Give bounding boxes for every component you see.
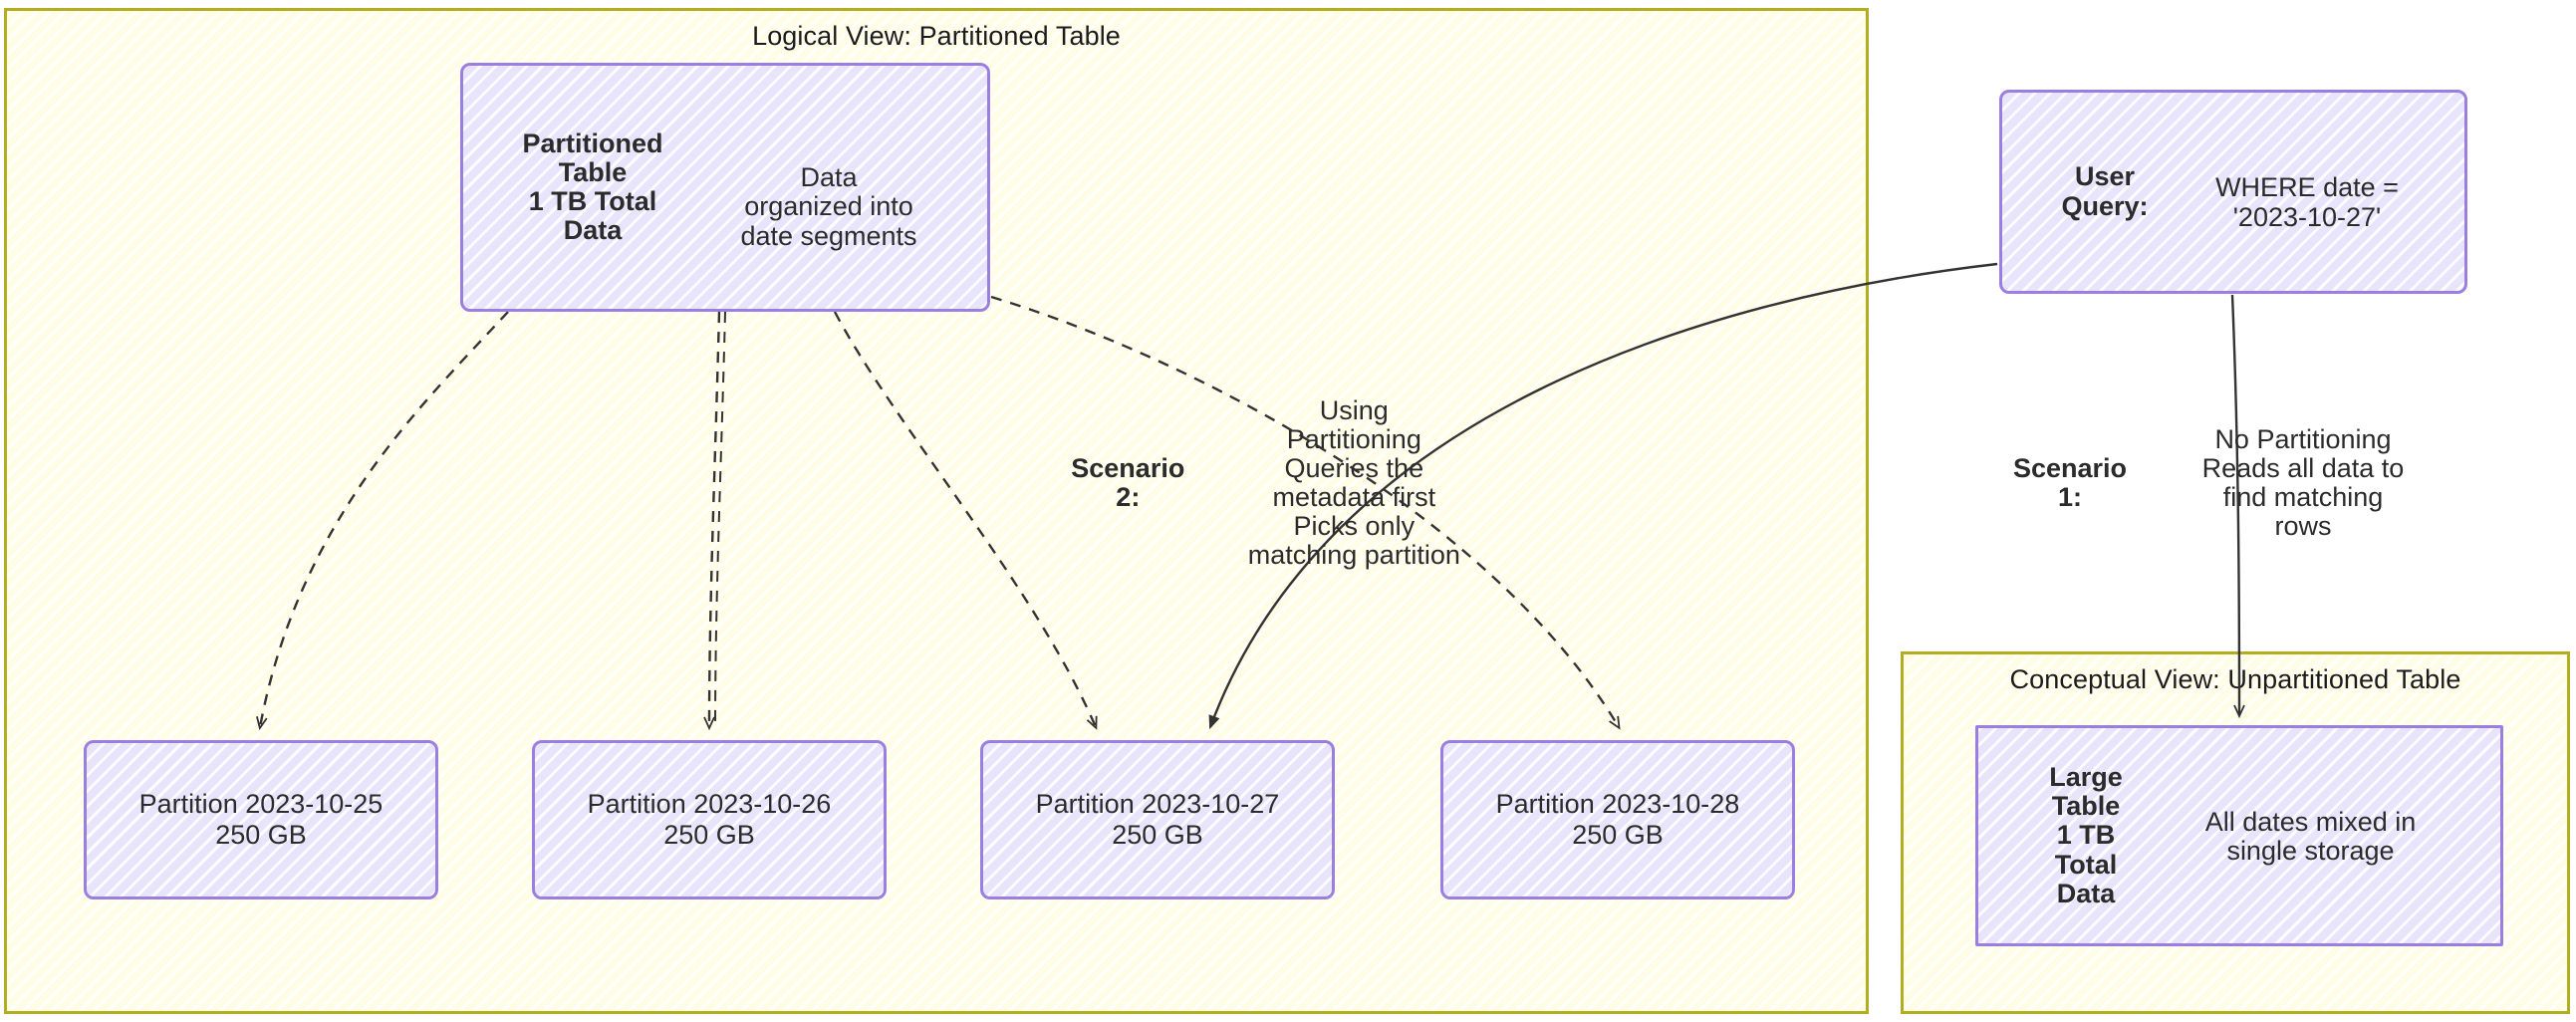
partition-name: Partition 2023-10-26 bbox=[587, 788, 832, 819]
node-partition-2023-10-26-content: Partition 2023-10-26 250 GB bbox=[588, 789, 832, 852]
node-partitioned-table-value: Data organized into date segments bbox=[700, 124, 957, 251]
text-line: Partitioning bbox=[1286, 423, 1421, 454]
node-partitioned-table-content: Partitioned Table 1 TB Total Data Data o… bbox=[493, 124, 957, 250]
edge-label-scenario-2: Scenario 2: Using Partitioning Queries t… bbox=[1054, 339, 1492, 628]
text-line: 1 TB Total bbox=[528, 186, 657, 216]
text-line: date segments bbox=[740, 220, 917, 251]
text-line: 1: bbox=[2057, 482, 2082, 512]
text-line: organized into bbox=[744, 191, 913, 222]
subgraph-conceptual-view-title: Conceptual View: Unpartitioned Table bbox=[2009, 664, 2461, 694]
text-line: rows bbox=[2274, 511, 2332, 542]
node-user-query-key: User Query: bbox=[2035, 162, 2183, 220]
node-partition-2023-10-26[interactable]: Partition 2023-10-26 250 GB bbox=[532, 740, 887, 899]
partition-size: 250 GB bbox=[1112, 820, 1203, 850]
text-line: Partitioned bbox=[522, 128, 663, 158]
edge-label-scenario-2-value: Using Partitioning Queries the metadata … bbox=[1216, 394, 1492, 571]
text-line: Scenario bbox=[1071, 452, 1185, 483]
node-partition-2023-10-25[interactable]: Partition 2023-10-25 250 GB bbox=[84, 740, 438, 899]
edge-label-scenario-1-value: No Partitioning Reads all data to find m… bbox=[2164, 423, 2443, 542]
text-line: 1 TB bbox=[2056, 820, 2116, 851]
node-user-query-content: User Query: WHERE date = '2023-10-27' bbox=[2035, 151, 2432, 231]
node-partitioned-table-key: Partitioned Table 1 TB Total Data bbox=[493, 128, 700, 246]
text-line: Using bbox=[1319, 394, 1389, 425]
text-line: Queries the bbox=[1284, 452, 1424, 483]
node-partition-2023-10-28-content: Partition 2023-10-28 250 GB bbox=[1496, 789, 1740, 852]
text-line: Data bbox=[800, 162, 858, 193]
node-partitioned-table[interactable]: Partitioned Table 1 TB Total Data Data o… bbox=[460, 63, 990, 312]
text-line: Picks only bbox=[1293, 511, 1416, 542]
text-line: User bbox=[2074, 161, 2136, 192]
node-large-table-key: Large Table 1 TB Total Data bbox=[2019, 762, 2162, 908]
partition-size: 250 GB bbox=[215, 820, 307, 850]
partition-name: Partition 2023-10-27 bbox=[1035, 788, 1280, 819]
node-partition-2023-10-27-content: Partition 2023-10-27 250 GB bbox=[1036, 789, 1280, 852]
text-line: Scenario bbox=[2012, 452, 2128, 483]
text-line: Large bbox=[2049, 762, 2123, 793]
subgraph-logical-view-title: Logical View: Partitioned Table bbox=[752, 21, 1121, 51]
text-line: Table bbox=[2051, 791, 2121, 822]
node-large-table-value: All dates mixed in single storage bbox=[2162, 806, 2460, 866]
partition-size: 250 GB bbox=[663, 820, 755, 850]
node-user-query-value: WHERE date = '2023-10-27' bbox=[2183, 151, 2432, 231]
partition-name: Partition 2023-10-28 bbox=[1495, 788, 1740, 819]
node-partition-2023-10-25-content: Partition 2023-10-25 250 GB bbox=[139, 789, 384, 852]
text-line: Query: bbox=[2061, 190, 2149, 221]
partition-name: Partition 2023-10-25 bbox=[138, 788, 384, 819]
text-line: WHERE date = bbox=[2215, 172, 2399, 203]
text-line: find matching bbox=[2222, 482, 2384, 512]
node-large-table[interactable]: Large Table 1 TB Total Data All dates mi… bbox=[1975, 725, 2503, 946]
node-user-query[interactable]: User Query: WHERE date = '2023-10-27' bbox=[1999, 90, 2467, 294]
text-line: No Partitioning bbox=[2214, 423, 2392, 454]
text-line: '2023-10-27' bbox=[2232, 201, 2382, 232]
edge-label-scenario-1: Scenario 1: No Partitioning Reads all da… bbox=[1987, 383, 2446, 583]
node-partition-2023-10-27[interactable]: Partition 2023-10-27 250 GB bbox=[980, 740, 1335, 899]
edge-label-scenario-2-key: Scenario 2: bbox=[1054, 452, 1216, 512]
text-line: Reads all data to bbox=[2201, 452, 2405, 483]
text-line: 2: bbox=[1116, 482, 1141, 512]
node-partition-2023-10-28[interactable]: Partition 2023-10-28 250 GB bbox=[1440, 740, 1795, 899]
text-line: Table bbox=[558, 156, 628, 187]
text-line: All dates mixed in bbox=[2204, 806, 2417, 837]
text-line: Data bbox=[2056, 878, 2116, 908]
edge-label-scenario-1-key: Scenario 1: bbox=[1990, 452, 2164, 512]
text-line: Data bbox=[563, 215, 623, 246]
node-large-table-content: Large Table 1 TB Total Data All dates mi… bbox=[2019, 762, 2460, 908]
text-line: Total bbox=[2054, 849, 2118, 880]
text-line: single storage bbox=[2226, 836, 2395, 866]
text-line: matching partition bbox=[1247, 540, 1460, 571]
text-line: metadata first bbox=[1272, 482, 1436, 512]
partition-size: 250 GB bbox=[1572, 820, 1664, 850]
